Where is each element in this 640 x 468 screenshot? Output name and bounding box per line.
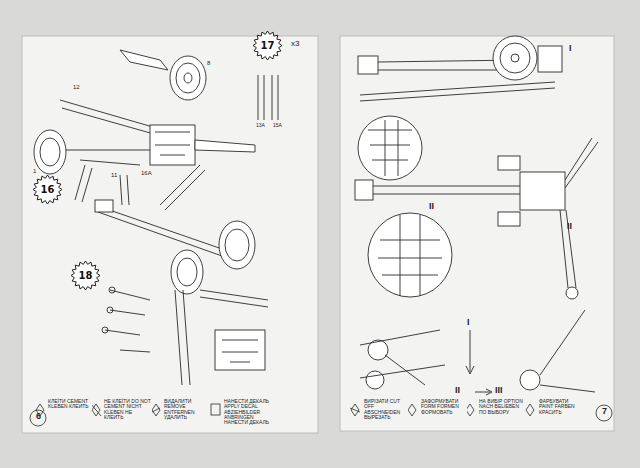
legend-text: ЗАФОРМУВАТИ FORM FORMEN ФОРМОВАТЬ [421, 399, 467, 415]
step-number: 17 [261, 40, 275, 51]
starburst [71, 261, 100, 290]
step-badge: 17 [252, 30, 283, 61]
view-marker: II [566, 222, 573, 231]
multiplier: x3 [290, 40, 300, 48]
starburst [33, 175, 62, 204]
legend-text: НАНЕСТИ ДЕКАЛЬ APPLY DECAL ABZIEHBILDER … [224, 399, 278, 425]
view-marker: II [454, 386, 461, 395]
view-marker: III [494, 386, 504, 395]
step-number: 18 [79, 270, 93, 281]
right-assembled-views [355, 36, 598, 395]
legend-text: ВИРІЗАТИ CUT OFF ABSCHNEIDEN ВЫРЕЗАТЬ [364, 399, 408, 420]
legend-text: ФАРБУВАТИ PAINT FARBEN КРАСИТЬ [539, 399, 583, 415]
page-number: 7 [601, 407, 608, 416]
legend-text: КЛЕЇТИ CEMENT KLEBEN КЛЕИТЬ [48, 399, 92, 410]
part-number: 13A [255, 123, 266, 128]
view-marker: I [568, 44, 573, 53]
part-number: 1 [32, 168, 37, 174]
step-badge: 16 [32, 174, 63, 205]
part-number: 16A [140, 170, 153, 176]
pages [22, 36, 614, 433]
left-exploded-view [34, 50, 278, 385]
part-number: 15A [272, 123, 283, 128]
step-number: 16 [41, 184, 55, 195]
view-marker: II [428, 202, 435, 211]
page-number: 6 [35, 412, 42, 421]
starburst [253, 31, 282, 60]
view-marker: I [466, 318, 471, 327]
legend-text: НА ВИБІР OPTION NACH BELIEBEN ПО ВЫБОРУ [479, 399, 525, 415]
step-badge: 18 [70, 260, 101, 291]
part-number: 11 [110, 172, 118, 178]
legend-text: НЕ КЛЕЇТИ DO NOT CEMENT NICHT KLEBEN НЕ … [104, 399, 152, 420]
legend-text: ВИДАЛИТИ REMOVE ENTFERNEN УДАЛИТЬ [164, 399, 208, 420]
part-number: 12 [72, 84, 81, 90]
part-number: 8 [206, 60, 211, 66]
